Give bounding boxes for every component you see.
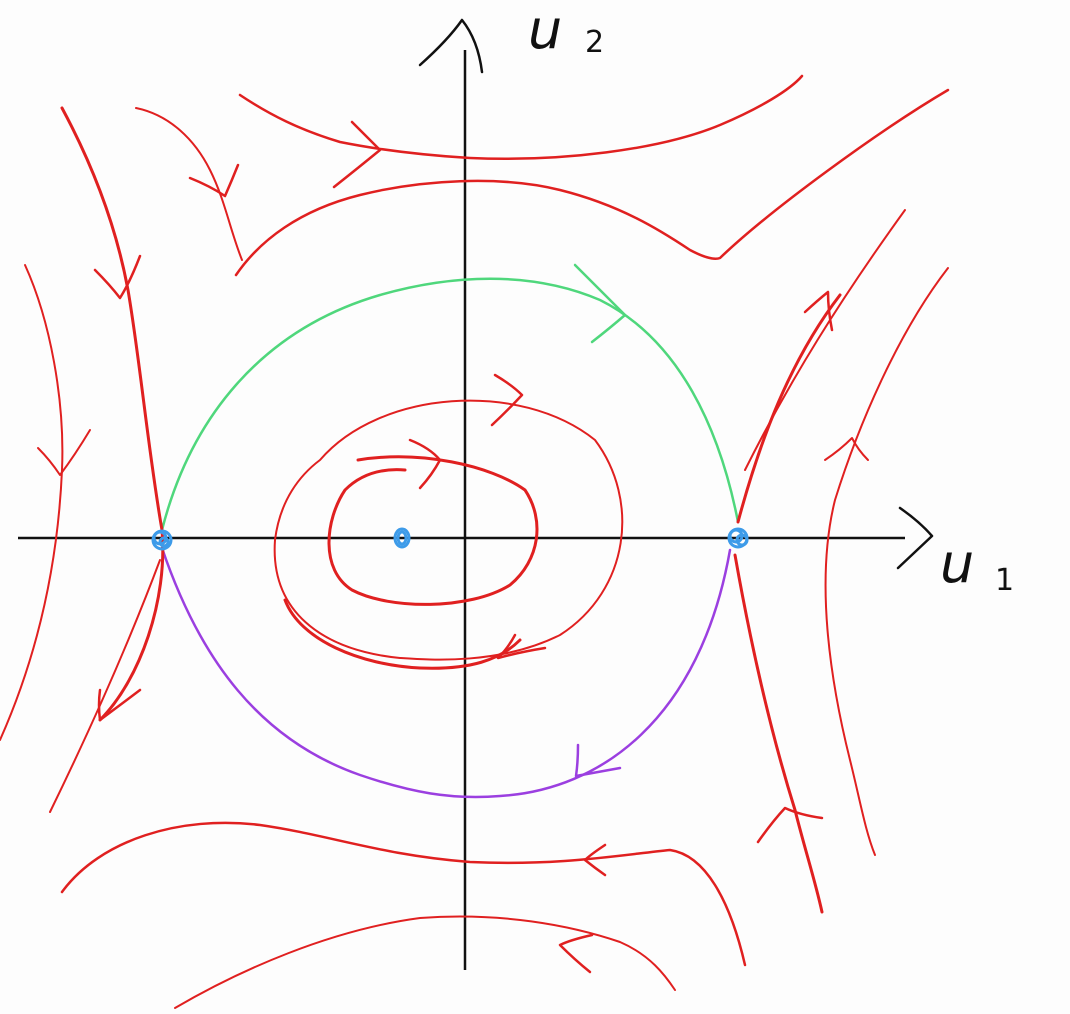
upper-hyperbolic-trajectory [234, 88, 950, 277]
horizontal-axis-subscript: 1 [995, 563, 1014, 598]
middle-orbit-arrow-bottom [496, 633, 547, 660]
top-left-curve [135, 107, 243, 261]
right-vertical-trajectory [733, 293, 842, 914]
left-vertical-trajectory-arrow-bottom [97, 688, 142, 722]
far-right-trajectory-arrow [824, 437, 869, 461]
horizontal-axis-label: u [940, 532, 974, 595]
horizontal-axis-arrowhead [896, 506, 934, 570]
right-outer-trajectory [744, 209, 906, 471]
far-right-trajectory [824, 267, 949, 856]
vertical-axis-arrowhead [418, 18, 484, 74]
trajectories [0, 74, 950, 1009]
bottom-trajectory-arrow [558, 933, 594, 974]
lower-separatrix [160, 546, 732, 799]
axes: u 1 u 2 [18, 0, 1014, 970]
top-trajectory [238, 74, 804, 161]
lower-left-trajectory [49, 559, 161, 813]
inner-orbit-arrow [408, 438, 442, 490]
left-vertical-trajectory-arrow-top [93, 254, 142, 300]
lower-hyperbolic-trajectory-arrow [583, 843, 607, 877]
middle-orbit-arrow-top [490, 373, 524, 427]
center-fixed-point [393, 527, 411, 549]
right-vertical-trajectory-arrow-bottom [756, 806, 824, 844]
right-saddle-point [727, 527, 749, 549]
top-left-curve-arrow [188, 163, 240, 198]
top-trajectory-arrow [332, 120, 382, 189]
upper-separatrix [160, 277, 740, 532]
lower-hyperbolic-trajectory [60, 821, 747, 967]
far-left-trajectory [0, 264, 64, 741]
middle-orbit-thick [283, 598, 522, 670]
fixed-points [151, 527, 749, 551]
vertical-axis-subscript: 2 [585, 25, 604, 60]
left-saddle-point [151, 529, 173, 551]
vertical-axis-label: u [528, 0, 562, 61]
left-vertical-trajectory [60, 106, 165, 722]
inner-closed-orbit [327, 455, 539, 606]
bottom-trajectory [174, 915, 676, 1009]
upper-separatrix-arrow [573, 263, 627, 344]
separatrices [160, 263, 740, 799]
far-left-trajectory-arrow [37, 429, 91, 476]
lower-separatrix-arrow [574, 743, 622, 778]
middle-closed-orbit [273, 399, 624, 661]
